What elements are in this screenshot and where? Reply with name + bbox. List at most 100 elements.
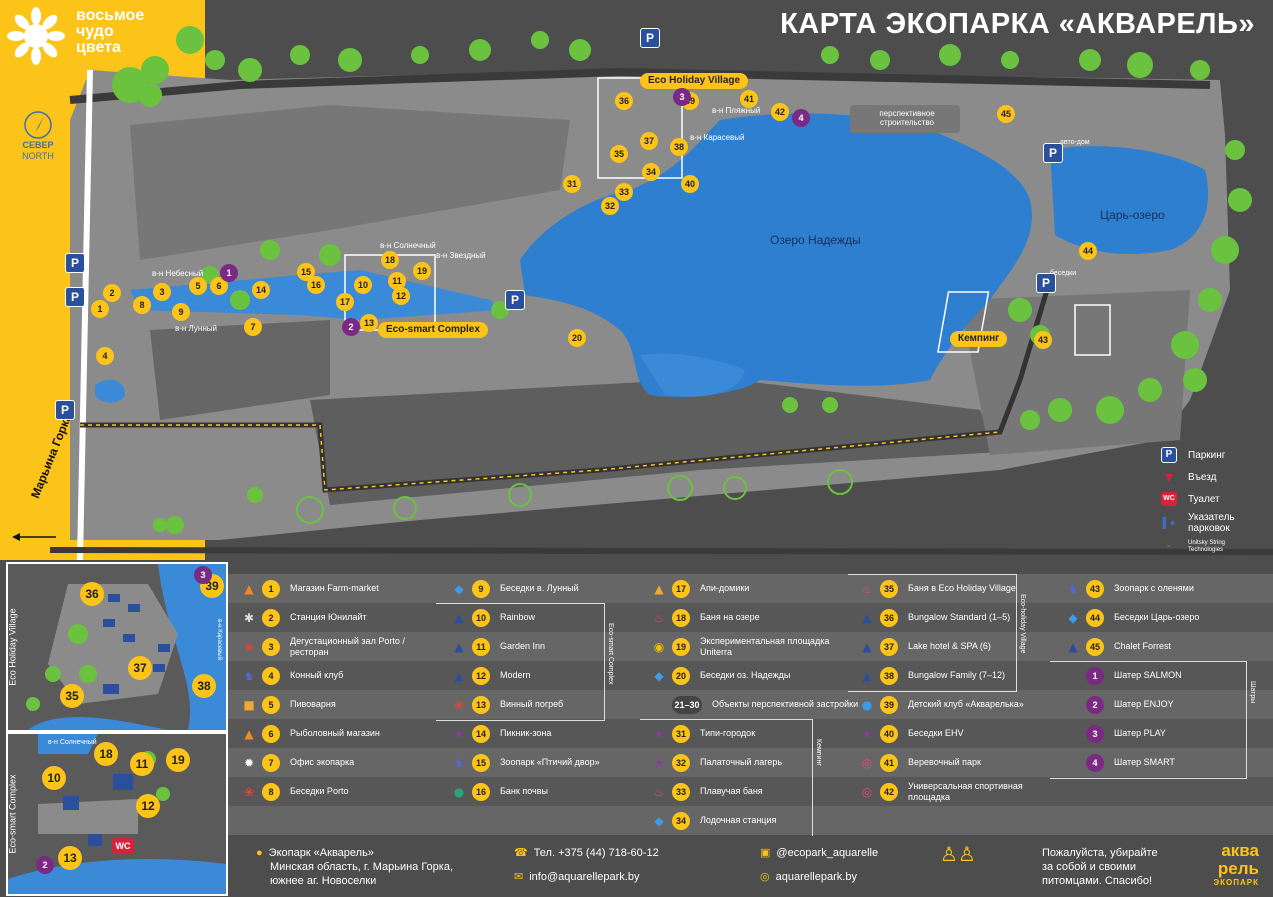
marker-38[interactable]: 38 [670,138,688,156]
tent-marker-4[interactable]: 4 [792,109,810,127]
marker-1[interactable]: 1 [91,300,109,318]
inset2-tent-2[interactable]: 2 [36,856,54,874]
marker-36[interactable]: 36 [615,92,633,110]
inset2-marker-10[interactable]: 10 [42,766,66,790]
marker-40[interactable]: 40 [681,175,699,193]
marker-37[interactable]: 37 [640,132,658,150]
badge-eco-smart[interactable]: Eco-smart Complex [378,322,488,338]
marker-2[interactable]: 2 [103,284,121,302]
inset1-marker-36[interactable]: 36 [80,582,104,606]
marker-17[interactable]: 17 [336,293,354,311]
footer-instagram[interactable]: ▣@ecopark_aquarelle [760,847,879,859]
marker-9[interactable]: 9 [172,303,190,321]
footer-email[interactable]: ✉info@aquarellepark.by [514,871,640,883]
inset2-marker-12[interactable]: 12 [136,794,160,818]
tent-marker-2[interactable]: 2 [342,318,360,336]
inset2-marker-19[interactable]: 19 [166,748,190,772]
parking-p5[interactable]: P [1043,143,1063,163]
marker-10[interactable]: 10 [354,276,372,294]
inset1-tent-3[interactable]: 3 [194,566,212,584]
marker-44[interactable]: 44 [1079,242,1097,260]
marker-35[interactable]: 35 [610,145,628,163]
inset2-marker-11[interactable]: 11 [130,752,154,776]
footer-site[interactable]: ◎aquarellepark.by [760,871,857,883]
marker-45[interactable]: 45 [997,105,1015,123]
marker-20[interactable]: 20 [568,329,586,347]
inset1-marker-37[interactable]: 37 [128,656,152,680]
inset2-marker-18[interactable]: 18 [94,742,118,766]
parking-p1[interactable]: P [65,287,85,307]
badge-eco-holiday[interactable]: Eco Holiday Village [640,73,749,89]
marker-43[interactable]: 43 [1034,331,1052,349]
parking-p3[interactable]: P [640,28,660,48]
marker-18[interactable]: 18 [381,251,399,269]
marker-8[interactable]: 8 [133,296,151,314]
marker-11[interactable]: 11 [388,272,406,290]
marker-19[interactable]: 19 [413,262,431,280]
marker-4[interactable]: 4 [96,347,114,365]
parking-p6[interactable]: P [55,400,75,420]
footer-phone[interactable]: ☎Тел. +375 (44) 718-60-12 [514,847,659,859]
marker-7[interactable]: 7 [244,318,262,336]
marker-13[interactable]: 13 [360,314,378,332]
marker-6[interactable]: 6 [210,277,228,295]
tent-marker-3[interactable]: 3 [673,88,691,106]
marker-34[interactable]: 34 [642,163,660,181]
marker-31[interactable]: 31 [563,175,581,193]
marker-12[interactable]: 12 [392,287,410,305]
parking-p6b[interactable]: P [1036,273,1056,293]
marker-32[interactable]: 32 [601,197,619,215]
parking-p2[interactable]: P [65,253,85,273]
marker-42[interactable]: 42 [771,103,789,121]
badge-camping[interactable]: Кемпинг [950,331,1008,347]
tent-marker-1[interactable]: 1 [220,264,238,282]
inset2-marker-13[interactable]: 13 [58,846,82,870]
inset1-marker-38[interactable]: 38 [192,674,216,698]
marker-16[interactable]: 16 [307,276,325,294]
marker-5[interactable]: 5 [189,277,207,295]
marker-33[interactable]: 33 [615,183,633,201]
inset1-marker-35[interactable]: 35 [60,684,84,708]
marker-14[interactable]: 14 [252,281,270,299]
